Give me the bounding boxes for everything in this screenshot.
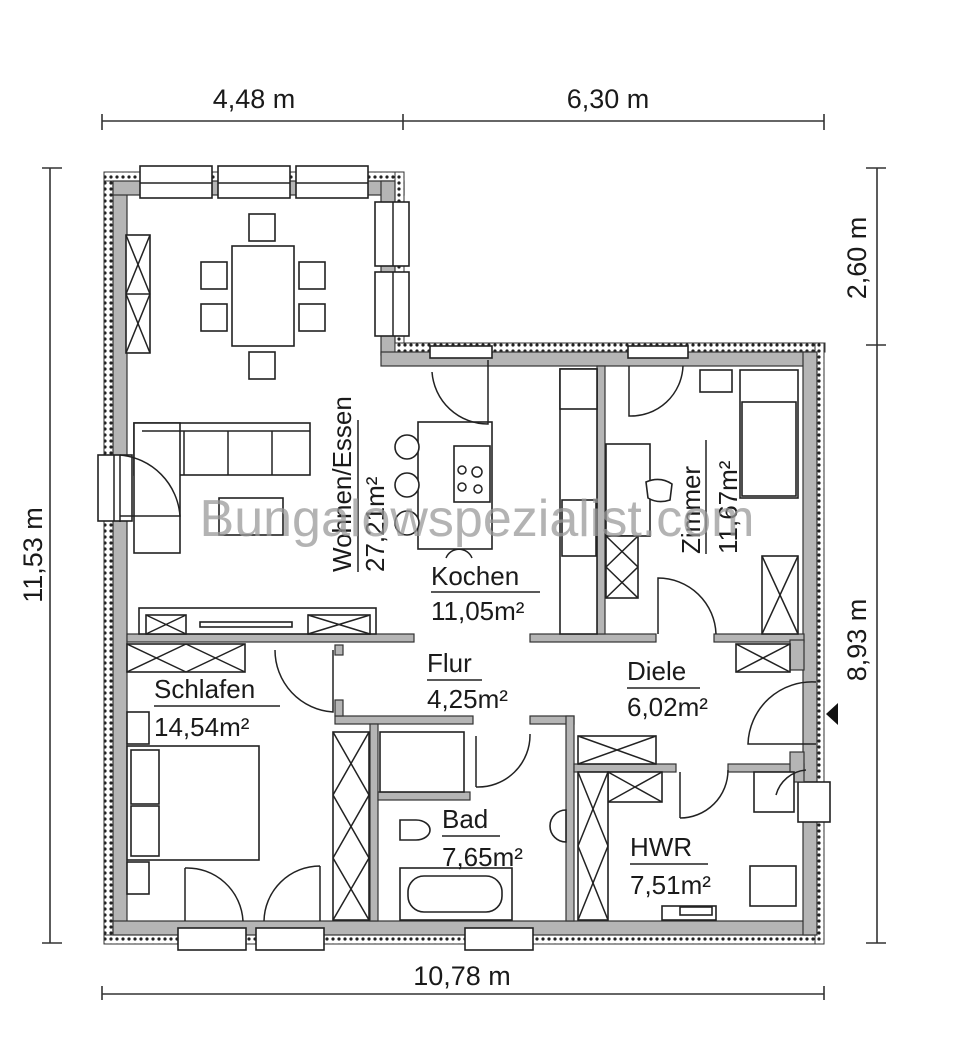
tv-sideboard <box>138 607 377 635</box>
svg-text:Kochen: Kochen <box>431 561 519 591</box>
svg-text:7,65m²: 7,65m² <box>442 842 523 872</box>
room-label-hwr: HWR 7,51m² <box>630 832 711 900</box>
svg-text:Wohnen/Essen: Wohnen/Essen <box>327 396 357 572</box>
svg-text:Flur: Flur <box>427 648 472 678</box>
room-label-flur: Flur 4,25m² <box>427 648 508 714</box>
svg-text:Bad: Bad <box>442 804 488 834</box>
room-label-bad: Bad 7,65m² <box>442 804 523 872</box>
dim-right-bottom: 8,93 m <box>842 599 872 682</box>
wardrobe-living <box>125 234 151 354</box>
entrance-arrow-icon <box>826 703 838 725</box>
schlafen-furniture <box>126 643 370 921</box>
dim-left: 11,53 m <box>18 507 48 603</box>
svg-text:7,51m²: 7,51m² <box>630 870 711 900</box>
svg-text:Schlafen: Schlafen <box>154 674 255 704</box>
dining-set <box>200 213 326 380</box>
dim-bottom: 10,78 m <box>413 961 511 991</box>
windows <box>97 165 831 951</box>
svg-text:Diele: Diele <box>627 656 686 686</box>
zimmer-furniture <box>605 369 799 635</box>
svg-text:14,54m²: 14,54m² <box>154 712 250 742</box>
dimension-lines <box>42 114 886 1000</box>
svg-text:HWR: HWR <box>630 832 692 862</box>
dim-top-right: 6,30 m <box>567 84 650 114</box>
watermark: Bungalowspezialist.com <box>200 490 755 548</box>
diele-hwr-furniture <box>577 643 797 921</box>
kitchen-counter <box>559 368 598 635</box>
sofa <box>133 422 311 554</box>
bad-furniture <box>379 731 567 921</box>
svg-text:27,21m²: 27,21m² <box>360 476 390 572</box>
room-label-wohnen: Wohnen/Essen 27,21m² <box>327 396 390 572</box>
room-label-diele: Diele 6,02m² <box>627 656 708 722</box>
svg-text:11,05m²: 11,05m² <box>431 596 525 626</box>
room-label-kochen: Kochen 11,05m² <box>431 561 540 626</box>
kitchen-island <box>394 421 493 559</box>
svg-text:4,25m²: 4,25m² <box>427 684 508 714</box>
svg-text:6,02m²: 6,02m² <box>627 692 708 722</box>
room-label-zimmer: Zimmer 11,67m² <box>676 440 743 554</box>
room-label-schlafen: Schlafen 14,54m² <box>154 674 280 742</box>
dim-top-left: 4,48 m <box>213 84 296 114</box>
svg-text:Zimmer: Zimmer <box>676 466 706 554</box>
interior-walls <box>126 365 805 922</box>
svg-text:11,67m²: 11,67m² <box>713 460 743 554</box>
dim-right-top: 2,60 m <box>842 217 872 300</box>
